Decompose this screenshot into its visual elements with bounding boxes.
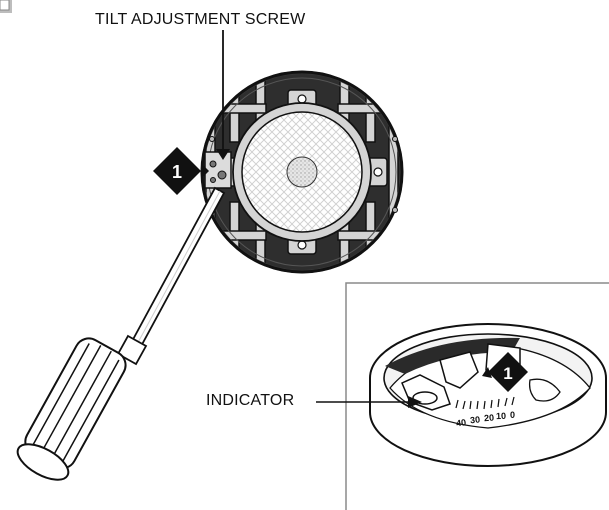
scale-label-10: 10: [496, 411, 506, 421]
corner-frame: [0, 0, 12, 13]
step-callout-left: 1: [153, 147, 209, 195]
screwdriver-handle: [16, 337, 127, 481]
tilt-adjustment-screw-label: TILT ADJUSTMENT SCREW: [95, 11, 306, 28]
scale-label-40: 40: [455, 417, 466, 428]
scale-label-30: 30: [469, 414, 480, 425]
step-number-left: 1: [172, 162, 182, 182]
tilt-scale-labels: 40 30 20 10 0: [455, 410, 515, 428]
scale-label-0: 0: [510, 410, 515, 420]
detail-inset: 40 30 20 10 0 1: [316, 282, 609, 510]
scale-label-20: 20: [484, 413, 495, 424]
step-callout-right: 1: [482, 352, 528, 392]
tilt-adjustment-screw: [204, 151, 232, 189]
indicator-leader: [316, 396, 422, 408]
tilt-scale-ticks: [455, 396, 515, 410]
indicator-label: INDICATOR: [206, 392, 295, 409]
tilt-screw-leader: [216, 30, 230, 160]
screwdriver: [16, 186, 226, 481]
light-fixture: [200, 70, 404, 274]
step-number-right: 1: [503, 364, 512, 383]
center-lens-dot: [286, 156, 318, 188]
